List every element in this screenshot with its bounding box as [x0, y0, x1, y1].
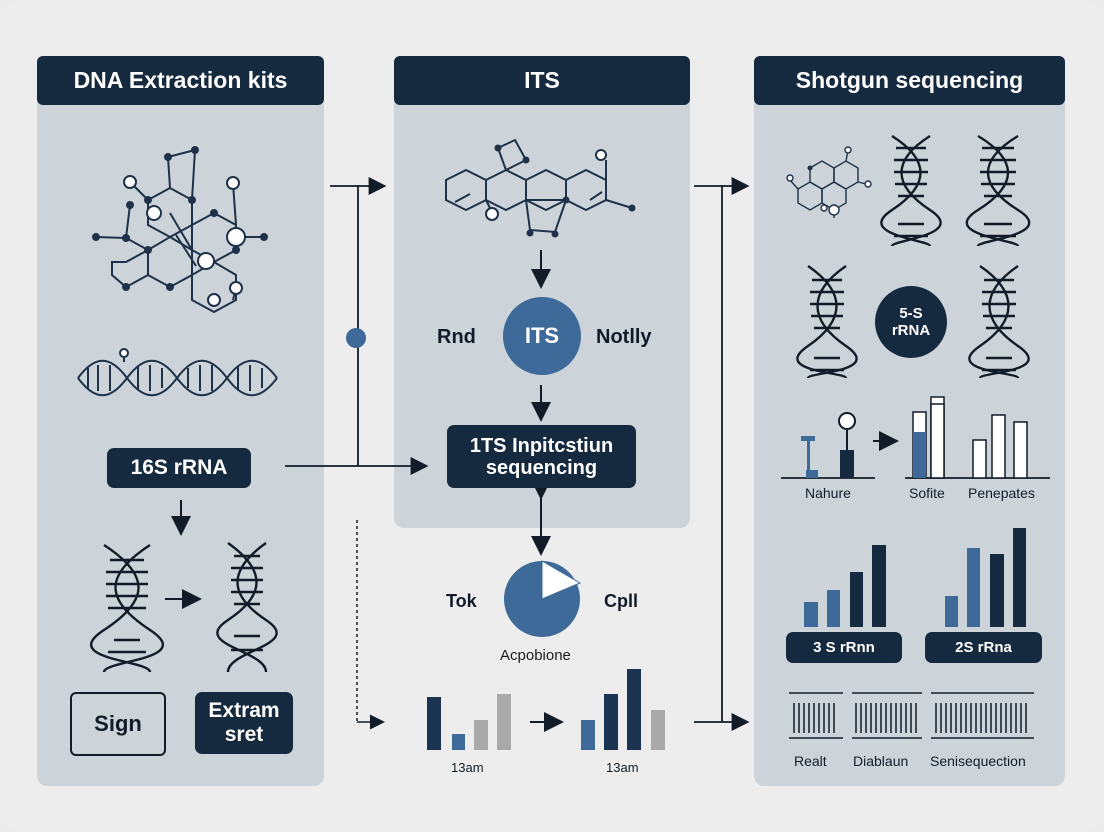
rrna-3s-badge: 3 S rRnn	[786, 632, 902, 663]
panel-shotgun	[754, 56, 1065, 786]
senisequection-label: Senisequection	[930, 753, 1026, 769]
pie-left-label: Tok	[446, 591, 477, 611]
mini-molecule-icon	[789, 149, 867, 218]
mid-bar-chart-left	[427, 694, 511, 750]
rrna-5s-circle: 5-S rRNA	[875, 286, 947, 358]
dna-helix-right-3	[796, 265, 858, 380]
panel-title-shotgun: Shotgun sequencing	[754, 56, 1065, 105]
rrna-5s-line1: 5-S	[899, 305, 923, 322]
its-sequencing-box: 1TS Inpitcstiun sequencing	[447, 425, 636, 488]
dna-helix-icon	[90, 543, 164, 673]
chart-caption-right: 13am	[606, 760, 639, 775]
rrna-2s-badge: 2S rRna	[925, 632, 1042, 663]
rnd-label: Rnd	[437, 326, 476, 348]
barcode-3	[935, 703, 1027, 733]
barcode-2	[855, 703, 917, 733]
chart-caption-left: 13am	[451, 760, 484, 775]
dna-helix-right-2	[965, 134, 1031, 248]
extram-sret-button[interactable]: Extram sret	[195, 692, 293, 754]
right-bar-chart-left	[804, 545, 886, 627]
realt-label: Realt	[794, 753, 827, 769]
diablaun-label: Diablaun	[853, 753, 909, 769]
mid-bar-chart-right	[581, 669, 665, 750]
its-circle: ITS	[503, 297, 581, 375]
pie-right-label: Cpll	[604, 591, 638, 611]
panel-title-dna-extraction: DNA Extraction kits	[37, 56, 324, 105]
nahure-label: Nahure	[805, 485, 851, 501]
sequence-strips	[789, 692, 1034, 739]
pie-caption: Acpobione	[500, 647, 571, 664]
barcode-1	[793, 703, 835, 733]
right-bar-chart-right	[945, 528, 1026, 627]
panel-title-its: ITS	[394, 56, 690, 105]
rrna-16s-badge: 16S rRNA	[107, 448, 251, 488]
notlly-label: Notlly	[596, 326, 652, 348]
horizontal-dna-icon	[77, 354, 278, 397]
its-seq-line2: sequencing	[485, 456, 598, 479]
dna-helix-right-4	[968, 265, 1030, 380]
sofite-bar-chart	[905, 396, 1050, 479]
extram-line1: Extram	[208, 699, 280, 722]
sign-button[interactable]: Sign	[70, 692, 166, 756]
its-seq-line1: 1TS Inpitcstiun	[469, 434, 614, 457]
connector-node	[346, 328, 366, 348]
pie-chart	[504, 560, 582, 637]
panel-dna-extraction	[37, 56, 324, 786]
dna-helix-right-1	[880, 134, 942, 248]
extram-line2: sret	[224, 723, 264, 746]
rrna-5s-line2: rRNA	[891, 322, 931, 339]
dna-helix-icon-2	[216, 542, 278, 673]
molecule-atoms	[92, 146, 268, 307]
penepates-label: Penepates	[968, 485, 1035, 501]
sofite-label: Sofite	[909, 485, 945, 501]
